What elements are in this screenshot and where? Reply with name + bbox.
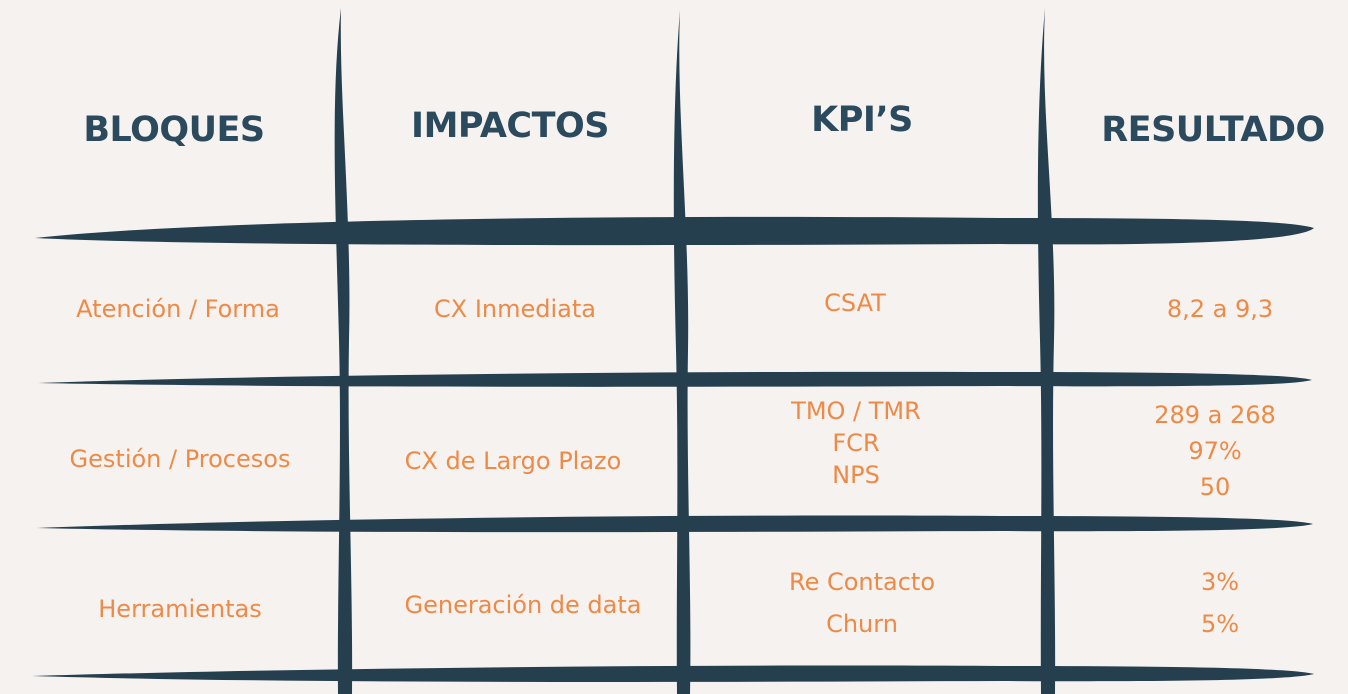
row-3-resultados: 3% 5% xyxy=(1201,567,1239,639)
row-1-resultado-1: 8,2 a 9,3 xyxy=(1166,295,1274,323)
row-2-kpi-3: NPS xyxy=(832,461,880,489)
row-2-impacto: CX de Largo Plazo xyxy=(404,447,622,475)
vertical-stroke-2 xyxy=(673,10,691,694)
row-1-bloque: Atención / Forma xyxy=(76,295,280,323)
horizontal-stroke-4 xyxy=(32,665,1314,682)
row-2-kpi-2: FCR xyxy=(832,429,880,457)
row-3-kpi-2: Churn xyxy=(826,610,898,638)
horizontal-stroke-3 xyxy=(37,515,1313,533)
horizontal-stroke-1 xyxy=(35,216,1314,246)
row-1-resultados: 8,2 a 9,3 xyxy=(1167,294,1273,324)
row-2-resultados: 289 a 268 97% 50 xyxy=(1154,400,1276,502)
row-3-kpi-1: Re Contacto xyxy=(788,568,936,596)
row-1-kpi-1: CSAT xyxy=(824,289,886,317)
row-1-kpis: CSAT xyxy=(824,288,886,318)
row-2-resultado-2: 97% xyxy=(1188,437,1242,465)
row-3-bloque: Herramientas xyxy=(98,595,262,623)
row-2-kpis: TMO / TMR FCR NPS xyxy=(791,396,921,490)
vertical-stroke-1 xyxy=(334,8,353,694)
row-3-impacto: Generación de data xyxy=(404,591,642,619)
header-resultado: RESULTADO xyxy=(1101,110,1325,150)
row-2-resultado-3: 50 xyxy=(1199,473,1231,501)
header-bloques: BLOQUES xyxy=(83,110,265,150)
vertical-stroke-3 xyxy=(1037,8,1056,694)
row-3-resultado-1: 3% xyxy=(1200,568,1240,596)
row-3-kpis: Re Contacto Churn xyxy=(789,567,935,639)
horizontal-stroke-2 xyxy=(38,371,1312,387)
row-2-resultado-1: 289 a 268 xyxy=(1154,401,1276,429)
header-impactos: IMPACTOS xyxy=(411,106,609,146)
row-1-impacto: CX Inmediata xyxy=(434,295,596,323)
header-kpis: KPI’S xyxy=(811,100,913,140)
row-2-bloque: Gestión / Procesos xyxy=(69,445,291,473)
row-3-resultado-2: 5% xyxy=(1200,610,1240,638)
row-2-kpi-1: TMO / TMR xyxy=(791,397,921,425)
